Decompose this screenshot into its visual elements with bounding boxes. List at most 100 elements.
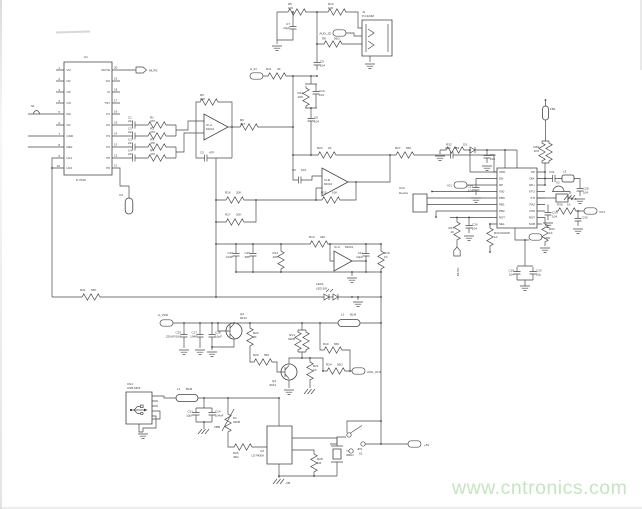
label-r34v: 1K [549,231,553,235]
label-l1v: BLM [186,387,193,391]
label-r17v: 20K [236,213,241,217]
transistor-q3 [281,364,297,380]
opamp-b [322,168,348,196]
label-c5: C5 [200,151,204,155]
u3-pin-name-right: XTI [530,196,535,200]
u1-pin-number-left: 4 [58,99,60,103]
label-c5v: 47P [209,151,214,155]
label-r37: R37 [448,226,454,230]
label-c20: C20 [536,269,542,273]
label-r6v: 10K [200,97,205,101]
label-r26: R26 [233,451,239,455]
label-r30: R30 [557,203,563,207]
label-r14: R14 [272,251,278,255]
ic-u2 [267,426,292,464]
scan-edge-left [0,0,2,509]
label-c21v: 10μF [186,413,193,417]
label-r9v: 4K7 [240,122,246,126]
label-c28: C28 [583,187,589,191]
label-j1p: PJ-324M [362,14,375,18]
u1-pin-number-right: 17 [114,99,118,103]
resonator-x2 [553,186,564,191]
label-r23: R23 [317,146,323,150]
net-vdd [529,234,542,240]
label-c8v: 104 [314,119,319,123]
label-r20v: 560 [264,353,269,357]
u1-pin-number-left: 5 [58,110,60,114]
label-icb: IC-B [324,178,330,182]
label-u3p: CM108 [500,231,510,235]
u3-pin-name-left: PB1 [499,203,505,207]
label-c7: C7 [286,22,290,26]
label-c1: C1 [128,116,132,120]
label-q3: Q3 [272,379,276,383]
label-d3: D3 [463,143,467,147]
label-c6v: 104 [301,168,306,172]
label-r14v: 20K [273,255,278,259]
label-c29v: 104 [552,214,557,218]
label-icbv: MC04 [324,182,332,186]
label-q2: Q2 [240,312,244,316]
u1-pin-number-right: 16 [114,110,118,114]
u1-pin-name-left: GND [67,134,75,138]
label-r13: R13 [309,235,315,239]
label-c23v: 104 [490,157,495,161]
label-c29: C29 [552,211,558,215]
label-r9: R9 [240,118,244,122]
u1-pin-number-right: 20 [114,66,118,70]
usb-connector-cn1 [126,392,152,424]
u3-pin-name-left: DN [499,177,503,181]
u3-pin-name-right: PA5 [530,209,536,213]
label-q2v: 9014 [240,316,247,320]
u3-pin-name-right: XTO [529,190,536,194]
label-c23: C23 [490,153,496,157]
label-c11v: 10μF [356,255,363,259]
label-c30: C30 [582,216,588,220]
label-c25v: 220UF/16V [166,335,181,339]
u1-pin-name-left: CP [67,90,71,94]
label-c2v: 224 [128,130,133,134]
label-icav: MC04 [206,127,214,131]
bead-l3 [562,175,574,182]
u3-pin-name-right: DM- [529,177,535,181]
u1-pin-number-right: 15 [114,121,118,125]
u1-pin-number-left: 9 [58,154,60,158]
box-r35 [556,194,568,202]
ic-u10 [413,194,427,212]
u3-pin-name-left: DP [499,183,503,187]
label-l1: L1 [177,387,181,391]
label-c25: C25 [175,331,181,335]
label-r13v: 24K [320,235,325,239]
label-c27: C27 [467,185,473,189]
label-c22: C22 [445,146,451,150]
label-r1: R1 [150,116,154,120]
u3-pin-name-left: PB0 [499,196,505,200]
label-c3v: 224 [128,141,133,145]
u1-pin-name-right: P3 [106,134,110,138]
u1-pin-name-left: NC [67,79,72,83]
label-c17: C17 [191,331,197,335]
label-r15v: 10K [332,191,337,195]
label-r19v: 560 [334,342,339,346]
label-r33: R33 [494,231,500,235]
u3-pin-name-left: PB2 [499,209,505,213]
label-k2: K2 [119,193,123,197]
label-d1v: SD/B [233,420,240,424]
net-connectors [160,30,597,447]
u3-pin-name-right: PA2 [530,203,536,207]
label-aout: AUD_OUT [367,370,382,374]
u1-pin-name-left: REF [67,145,73,149]
u1-pin-number-right: 14 [114,132,118,136]
label-c19: C19 [508,269,514,273]
u1-pin-name-right: TST [104,101,110,105]
label-r28v: 1M [317,461,322,465]
u3-pin-name-right: DP+ [529,183,535,187]
label-r2v: 47K [150,130,155,134]
labels: MUTEU1P-7049S1K2C1224R147KC2224R247KC322… [31,2,605,485]
label-r21v: 1K [313,368,317,372]
u1-pin-name-right: MUTE [102,68,111,72]
label-r34: R34 [549,227,555,231]
label-r19: R19 [323,342,329,346]
label-mute2: MUTE [456,268,460,277]
